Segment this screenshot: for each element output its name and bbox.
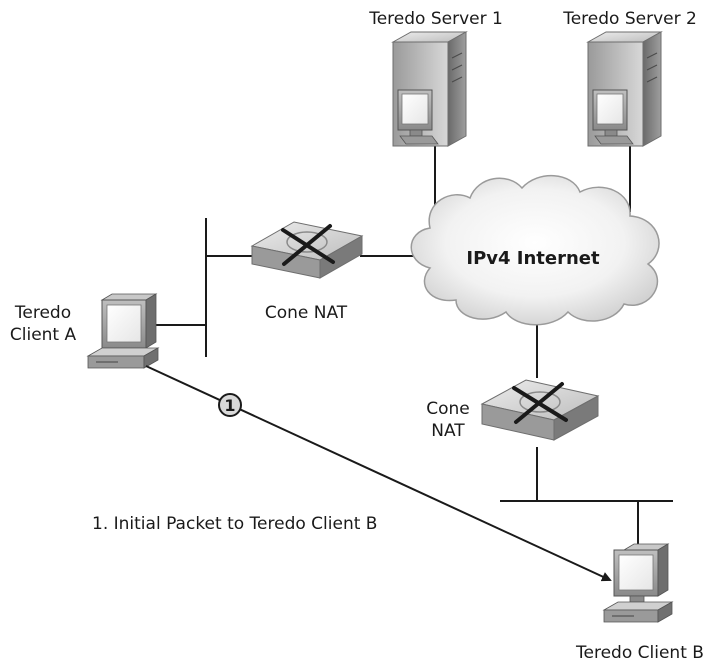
client-a-label-line1: Teredo <box>14 303 71 323</box>
teredo-client-a: Teredo Client A <box>10 293 160 369</box>
client-b-computer-icon <box>602 543 674 623</box>
nat-right-router-icon <box>480 379 600 441</box>
client-b-label: Teredo Client B <box>575 643 704 663</box>
step-caption: 1. Initial Packet to Teredo Client B <box>92 514 377 534</box>
nat-right-label-line1: Cone <box>426 399 470 419</box>
client-a-computer-icon <box>86 293 160 369</box>
teredo-server-1: Teredo Server 1 <box>368 9 503 147</box>
client-a-label-line2: Client A <box>10 325 77 345</box>
ipv4-internet-cloud: IPv4 Internet <box>410 174 660 326</box>
teredo-client-b: Teredo Client B <box>575 543 704 663</box>
server-2-icon <box>586 31 663 147</box>
step-1-number: 1 <box>224 396 235 415</box>
initial-packet-path: 1 <box>145 365 612 582</box>
nat-top-router-icon <box>250 221 364 279</box>
nat-top-label: Cone NAT <box>265 303 348 323</box>
cone-nat-top: Cone NAT <box>250 221 364 323</box>
cone-nat-right: Cone NAT <box>426 379 600 441</box>
nat-right-label-line2: NAT <box>431 421 465 441</box>
server-1-icon <box>391 31 468 147</box>
step-1-badge <box>218 393 242 417</box>
server-2-label: Teredo Server 2 <box>562 9 697 29</box>
teredo-server-2: Teredo Server 2 <box>562 9 697 147</box>
server-1-label: Teredo Server 1 <box>368 9 503 29</box>
internet-label: IPv4 Internet <box>466 248 600 269</box>
connections <box>148 138 673 548</box>
